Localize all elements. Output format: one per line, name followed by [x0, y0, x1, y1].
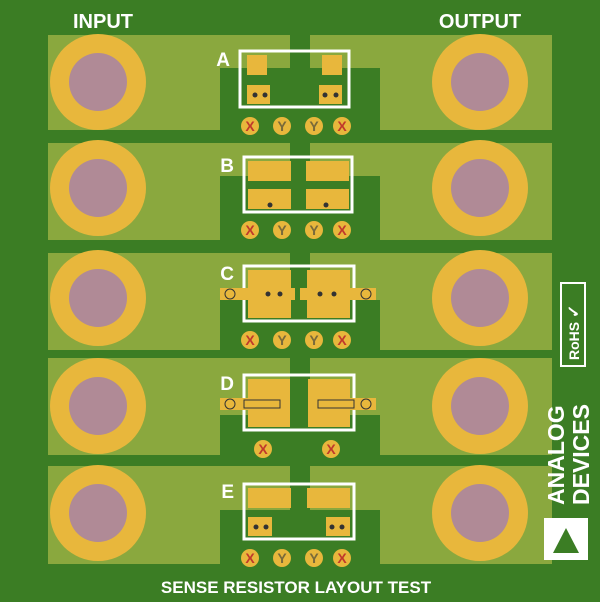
footprint-b	[242, 155, 354, 214]
test-vias: X Y Y X X Y Y X X Y Y X X X X Y Y X	[241, 117, 351, 567]
via-mark: X	[245, 550, 255, 566]
input-label: INPUT	[73, 11, 133, 33]
test-via: X	[333, 221, 351, 239]
output-pads	[432, 34, 528, 561]
test-via: Y	[305, 221, 323, 239]
via-mark: Y	[309, 118, 319, 134]
input-pads	[50, 34, 146, 561]
via-mark: Y	[277, 222, 287, 238]
row-label-e: E	[221, 482, 234, 503]
via-mark: X	[326, 441, 336, 457]
rohs-mark: RoHS ✓	[560, 282, 586, 367]
test-via: X	[241, 221, 259, 239]
test-via: X	[322, 440, 340, 458]
row-label-d: D	[220, 374, 234, 395]
test-via: X	[333, 117, 351, 135]
test-via: X	[241, 117, 259, 135]
analog-devices-logo: ANALOG DEVICES	[543, 404, 594, 560]
test-via: X	[254, 440, 272, 458]
test-via: Y	[273, 221, 291, 239]
via-mark: X	[337, 550, 347, 566]
test-via: X	[241, 549, 259, 567]
test-via: Y	[305, 549, 323, 567]
test-via: Y	[273, 331, 291, 349]
row-label-c: C	[220, 264, 234, 285]
via-mark: X	[337, 332, 347, 348]
row-label-b: B	[220, 156, 234, 177]
via-mark: X	[245, 332, 255, 348]
logo-line-2: DEVICES	[568, 404, 594, 505]
via-mark: Y	[277, 550, 287, 566]
via-mark: Y	[277, 118, 287, 134]
via-mark: Y	[277, 332, 287, 348]
test-via: Y	[305, 331, 323, 349]
via-mark: X	[258, 441, 268, 457]
via-mark: Y	[309, 222, 319, 238]
via-mark: X	[245, 118, 255, 134]
test-via: X	[241, 331, 259, 349]
via-mark: X	[337, 222, 347, 238]
test-via: Y	[305, 117, 323, 135]
footprint-d	[220, 373, 376, 432]
test-via: X	[333, 549, 351, 567]
footprint-a	[238, 49, 351, 109]
board-title: SENSE RESISTOR LAYOUT TEST	[161, 578, 432, 597]
output-label: OUTPUT	[439, 11, 521, 33]
rohs-text: RoHS	[566, 322, 582, 360]
footprint-e	[242, 482, 356, 541]
via-mark: Y	[309, 332, 319, 348]
rohs-check-icon: ✓	[566, 305, 583, 318]
triangle-icon	[553, 528, 579, 553]
test-via: Y	[273, 117, 291, 135]
via-mark: Y	[309, 550, 319, 566]
row-label-a: A	[216, 50, 230, 71]
via-mark: X	[245, 222, 255, 238]
via-mark: X	[337, 118, 347, 134]
test-via: Y	[273, 549, 291, 567]
test-via: X	[333, 331, 351, 349]
footprint-c	[220, 264, 376, 323]
logo-line-1: ANALOG	[543, 405, 569, 505]
